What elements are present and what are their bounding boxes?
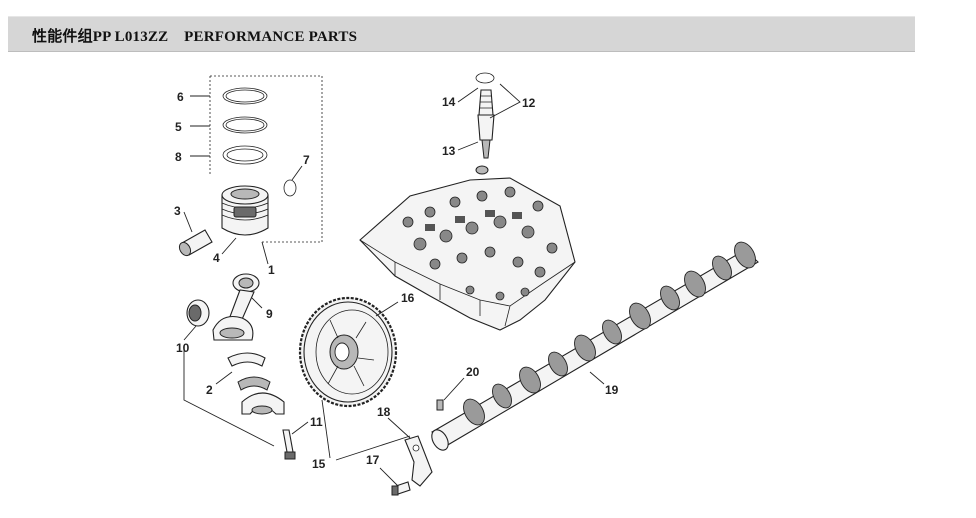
thrust-plate xyxy=(404,435,433,487)
callout-10: 10 xyxy=(176,341,190,355)
callout-2: 2 xyxy=(206,383,213,397)
leader-lines xyxy=(183,83,605,487)
piston-ring-top xyxy=(222,87,268,105)
callout-19: 19 xyxy=(605,383,619,397)
conrod-bushing xyxy=(186,299,210,327)
callout-16: 16 xyxy=(401,291,415,305)
callout-11: 11 xyxy=(310,415,323,429)
callout-6: 6 xyxy=(177,90,184,104)
conrod-cap xyxy=(241,392,285,415)
callout-labels: 6 5 8 7 3 4 1 9 10 2 11 15 16 17 18 19 2… xyxy=(174,90,619,471)
callout-12: 12 xyxy=(522,96,536,110)
callout-18: 18 xyxy=(377,405,391,419)
callout-17: 17 xyxy=(366,453,380,467)
piston-pin xyxy=(178,229,213,257)
callout-15: 15 xyxy=(312,457,326,471)
piston xyxy=(221,185,269,236)
thrust-plate-capscrew xyxy=(391,481,411,496)
section-title: 性能件组PP L013ZZ PERFORMANCE PARTS xyxy=(32,29,358,45)
connecting-rod xyxy=(212,273,260,341)
snap-ring xyxy=(283,179,297,197)
camshaft-gear xyxy=(298,296,398,408)
cylinder-head xyxy=(359,177,576,331)
callout-4: 4 xyxy=(213,251,220,265)
callout-7: 7 xyxy=(303,153,310,167)
callout-9: 9 xyxy=(266,307,273,321)
callout-14: 14 xyxy=(442,95,456,109)
callout-5: 5 xyxy=(175,120,182,134)
piston-ring-second xyxy=(222,116,268,134)
camshaft xyxy=(431,241,759,451)
piston-ring-oil xyxy=(222,145,268,165)
section-header-bar: 性能件组PP L013ZZ PERFORMANCE PARTS xyxy=(8,16,915,52)
piston-kit-bracket xyxy=(210,75,323,243)
callout-8: 8 xyxy=(175,150,182,164)
injector-washer xyxy=(475,165,489,175)
conrod-bearing-shells xyxy=(227,352,271,391)
conrod-bolt xyxy=(282,429,296,460)
callout-3: 3 xyxy=(174,204,181,218)
callout-13: 13 xyxy=(442,144,456,158)
callout-20: 20 xyxy=(466,365,480,379)
callout-1: 1 xyxy=(268,263,275,277)
dowel-pin xyxy=(436,399,444,411)
fuel-injector xyxy=(475,72,495,159)
